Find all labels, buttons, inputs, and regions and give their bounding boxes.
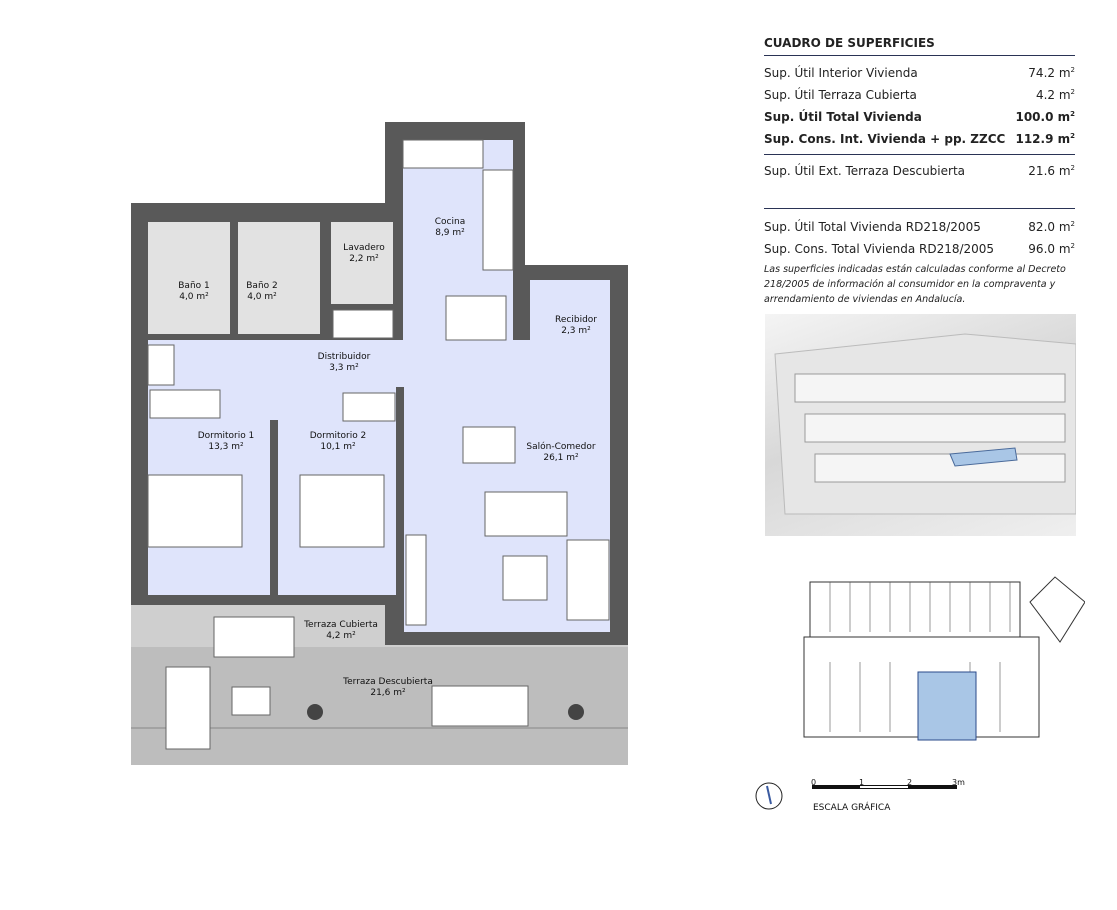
bath2-area (238, 222, 320, 334)
column (568, 704, 584, 720)
graphic-scale: 0 1 2 3m ESCALA GRÁFICA (755, 778, 985, 822)
column (307, 704, 323, 720)
table-note: Las superficies indicadas están calculad… (764, 264, 1066, 305)
north-arrow-icon (755, 782, 783, 810)
unit-highlight (949, 447, 1018, 467)
floor-plan-drawing (131, 122, 628, 765)
recibidor-area (530, 280, 610, 340)
scale-tick: 3m (952, 778, 965, 787)
scale-tick: 2 (907, 778, 913, 787)
table-title: CUADRO DE SUPERFICIES (764, 36, 1075, 56)
lavadero-area (331, 222, 393, 304)
building-3d-render (765, 314, 1077, 536)
scale-label: ESCALA GRÁFICA (813, 803, 891, 813)
distribuidor-area (148, 340, 610, 387)
furniture (147, 139, 610, 750)
scale-tick: 1 (859, 778, 865, 787)
unit-location-highlight (917, 671, 977, 741)
site-plan (803, 576, 1085, 741)
surface-table: CUADRO DE SUPERFICIES Sup. Útil Interior… (764, 36, 1075, 307)
bath1-area (148, 222, 230, 334)
scale-tick: 0 (811, 778, 817, 787)
